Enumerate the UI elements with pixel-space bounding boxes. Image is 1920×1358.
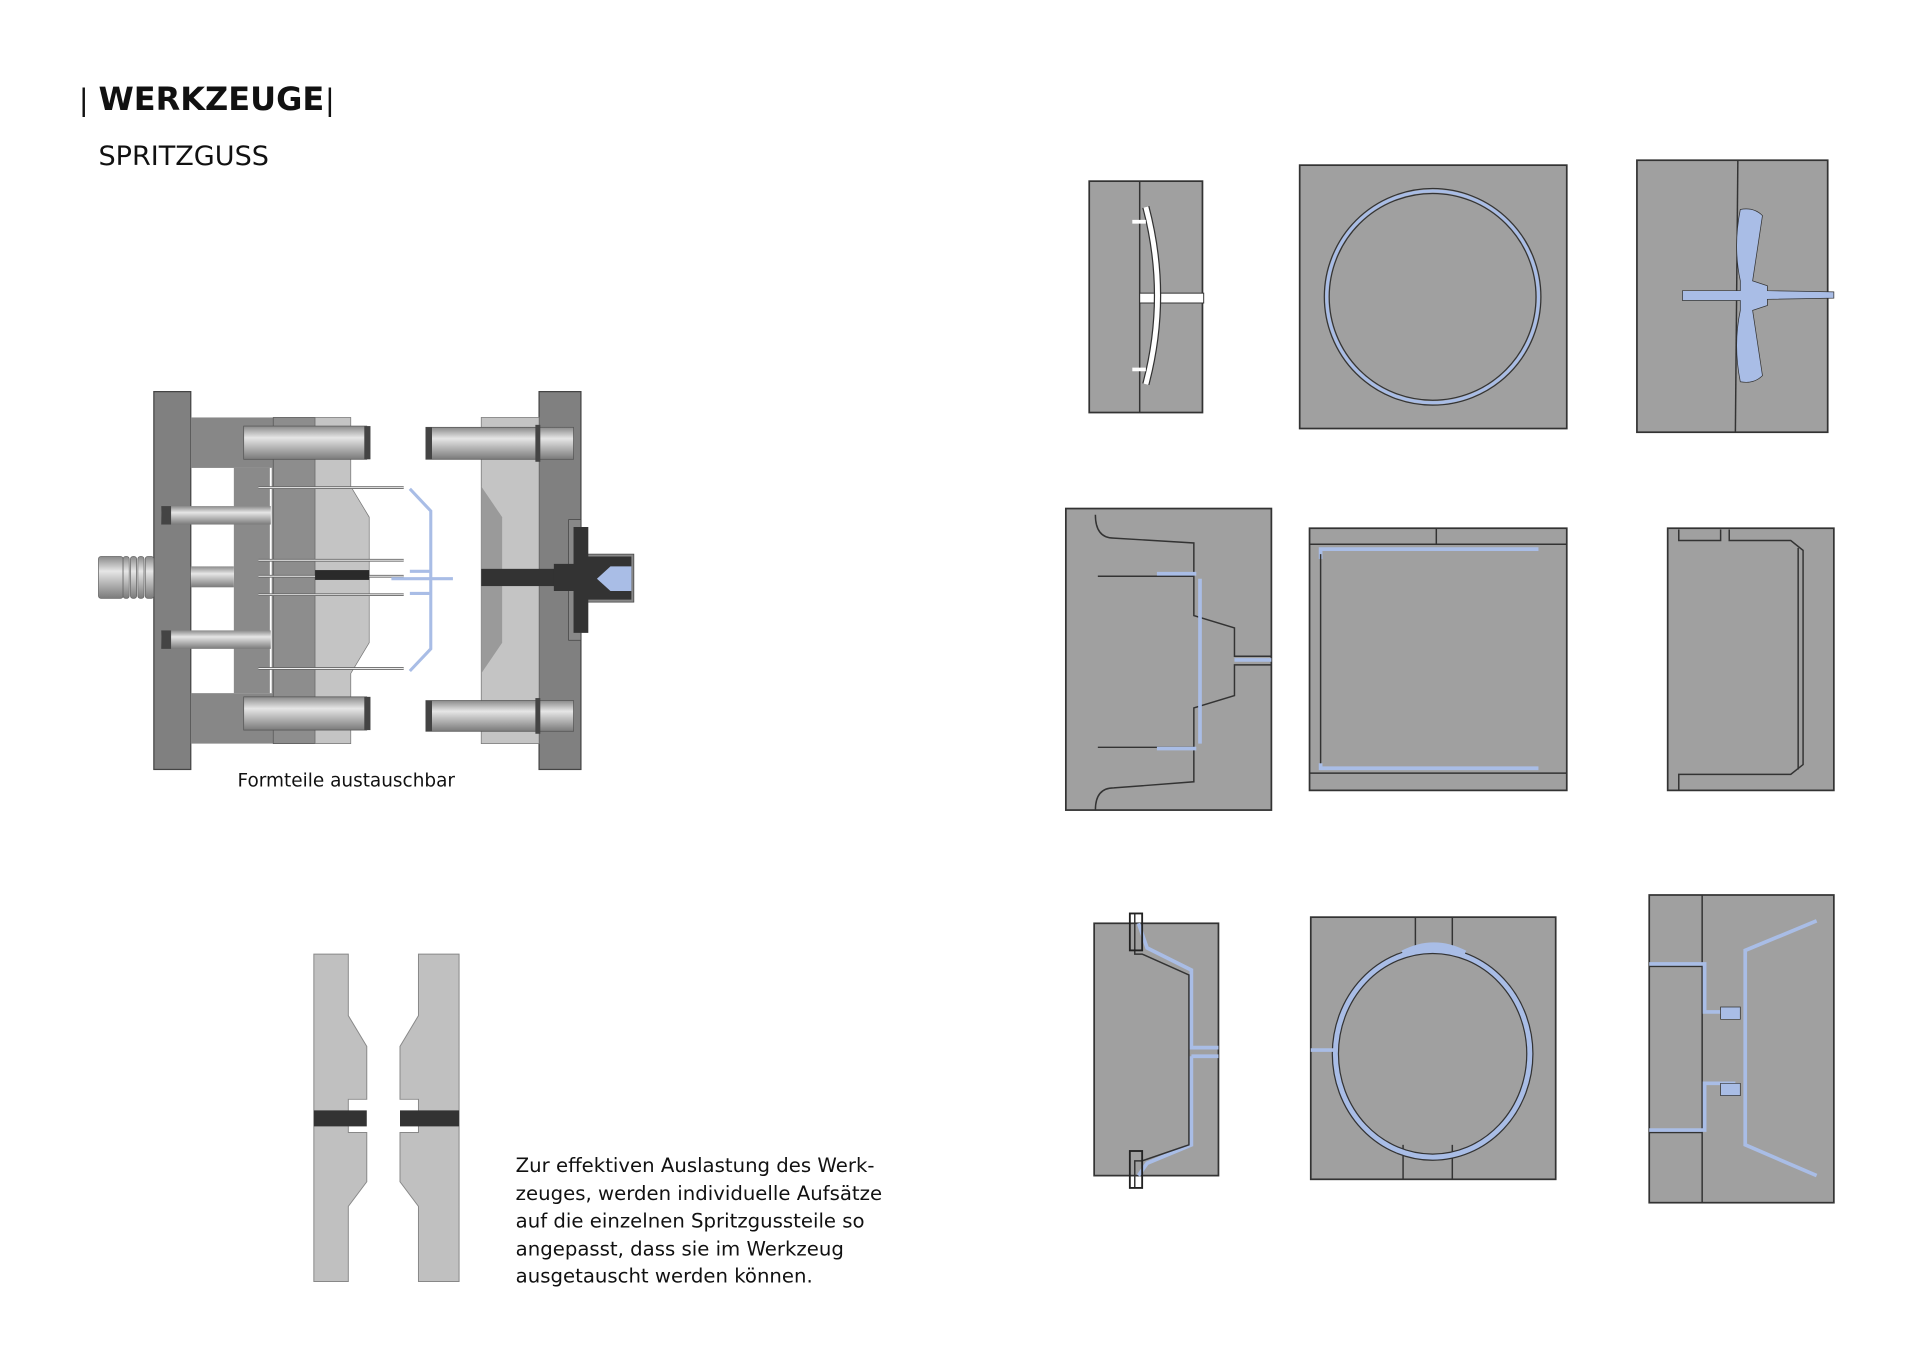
guide-pin-bottom [243, 696, 368, 731]
guide-bushing-bottom [425, 700, 574, 732]
guide-bushing-top [425, 426, 574, 460]
mold-section-h [1309, 916, 1557, 1181]
clamp-plate-left [153, 391, 192, 771]
description-line: ausgetauscht werden können. [516, 1265, 813, 1288]
screw-icon [98, 556, 155, 599]
page-title: WERKZEUGE [98, 80, 324, 118]
mold-section-c [1636, 159, 1835, 434]
mold-section-i [1648, 894, 1835, 1204]
mold-section-d [1064, 507, 1273, 811]
sprue-bushing [553, 527, 632, 633]
mold-section-a [1088, 180, 1205, 414]
nozzle-melt [596, 566, 632, 591]
sprue-core [315, 570, 370, 580]
title-separator-right: | [325, 83, 335, 118]
mold-caption: Formteile austauschbar [238, 771, 456, 792]
description-line: auf die einzelnen Spritzgussteile so [516, 1209, 865, 1232]
description-line: zeuges, werden individuelle Aufsätze [516, 1182, 882, 1205]
title-separator-left: | [79, 83, 89, 118]
mold-section-f [1666, 527, 1835, 792]
mold-section-e [1308, 527, 1568, 792]
ejector-plate [233, 467, 274, 694]
page-subtitle: SPRITZGUSS [98, 141, 268, 172]
header: | WERKZEUGE | SPRITZGUSS [79, 80, 335, 172]
injection-mold-diagram: Formteile austauschbar [98, 391, 635, 792]
insert-diagram [313, 953, 460, 1282]
mold-section-b [1298, 164, 1568, 430]
description-line: angepasst, dass sie im Werkzeug [516, 1238, 844, 1261]
molded-part [391, 487, 453, 673]
core-plate [314, 417, 370, 744]
return-pin-top [161, 506, 271, 525]
mold-section-g [1093, 912, 1220, 1189]
sprue-channel [481, 568, 556, 587]
guide-pin-top [243, 425, 368, 460]
ejector-rod [190, 566, 234, 588]
description-text: Zur effektiven Auslastung des Werk- zeug… [516, 1154, 882, 1288]
support-plate [272, 417, 316, 744]
return-pin-bottom [161, 630, 271, 649]
description-line: Zur effektiven Auslastung des Werk- [516, 1154, 875, 1177]
